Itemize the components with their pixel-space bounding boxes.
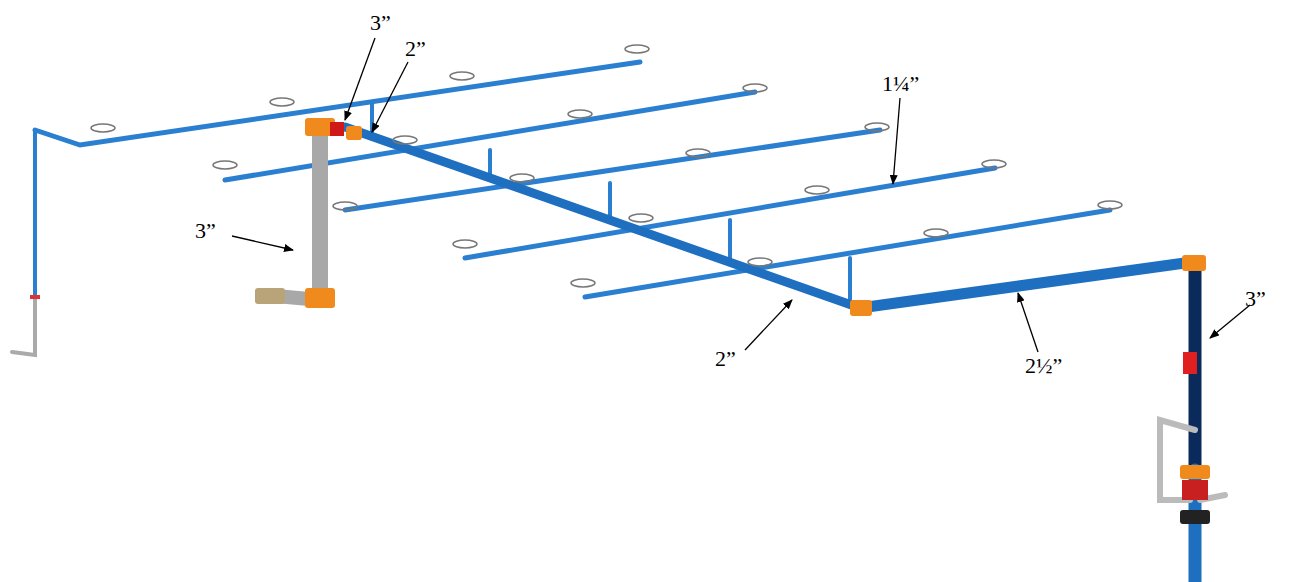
pipe-size-label: 2½” bbox=[1025, 355, 1062, 377]
pipe-size-label: 3” bbox=[195, 220, 216, 242]
pipe-size-label: 2” bbox=[715, 348, 736, 370]
pipe-size-label: 3” bbox=[370, 12, 391, 34]
pipe-size-label: 1¼” bbox=[882, 73, 919, 95]
pipe-size-label: 2” bbox=[405, 38, 426, 60]
pipe-size-label: 3” bbox=[1245, 288, 1266, 310]
